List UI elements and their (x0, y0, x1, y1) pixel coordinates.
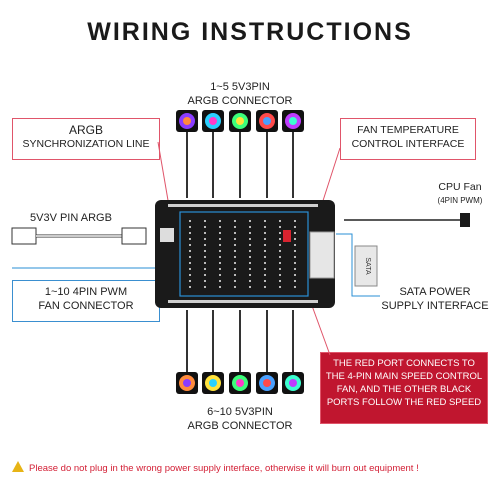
red-port-note: THE RED PORT CONNECTS TO THE 4-PIN MAIN … (320, 352, 488, 424)
argb-sync-line2: SYNCHRONIZATION LINE (22, 138, 150, 150)
fan-temp-box: FAN TEMPERATURE CONTROL INTERFACE (340, 118, 476, 160)
fan-10 (282, 310, 304, 394)
bottom-connector-label: 6~10 5V3PIN ARGB CONNECTOR (170, 405, 310, 433)
fan-4 (256, 110, 278, 198)
fan-temp-line2: CONTROL INTERFACE (351, 138, 465, 150)
warning-text: Please do not plug in the wrong power su… (29, 463, 419, 474)
top-connector-label: 1~5 5V3PIN ARGB CONNECTOR (170, 80, 310, 108)
warning-icon (12, 461, 24, 472)
fan-temp-line1: FAN TEMPERATURE (357, 124, 459, 136)
hub-board (155, 200, 335, 308)
sata-line1: SATA POWER (399, 286, 471, 298)
top-fans (176, 110, 304, 198)
page-title: WIRING INSTRUCTIONS (87, 18, 413, 46)
argb-pin-cable (11, 227, 147, 245)
pwm-line1: 1~10 4PIN PWM (44, 286, 128, 298)
argb-sync-box: ARGB SYNCHRONIZATION LINE (12, 118, 160, 160)
bottom-connector-label-line2: ARGB CONNECTOR (187, 420, 293, 432)
top-connector-label-line1: 1~5 5V3PIN (210, 81, 270, 93)
fan-3 (229, 110, 251, 198)
bottom-fans (176, 310, 304, 394)
fan-8 (229, 310, 251, 394)
red-port (283, 230, 291, 242)
sata-power-label: SATA POWER SUPPLY INTERFACE (380, 285, 490, 313)
sata-line2: SUPPLY INTERFACE (381, 300, 489, 312)
fan-5 (282, 110, 304, 198)
blue-leader-lines (12, 233, 380, 297)
sata-connector-text: SATA (364, 257, 371, 275)
pwm-line2: FAN CONNECTOR (38, 300, 134, 312)
fan-9 (256, 310, 278, 394)
fan-1 (176, 110, 198, 198)
fan-7 (202, 310, 224, 394)
cpu-fan-line1: CPU Fan (438, 181, 482, 193)
argb-sync-line1: ARGB (68, 123, 103, 137)
cpu-fan-line2: (4PIN PWM) (437, 196, 483, 205)
sata-connector: SATA (354, 245, 378, 287)
cpu-fan-label: CPU Fan (4PIN PWM) (420, 180, 500, 208)
top-connector-label-line2: ARGB CONNECTOR (187, 95, 293, 107)
cpu-fan-cable (320, 213, 470, 227)
warning-line: Please do not plug in the wrong power su… (12, 461, 488, 474)
pwm-fan-box: 1~10 4PIN PWM FAN CONNECTOR (12, 280, 160, 322)
argb-pin-label: 5V3V PIN ARGB (30, 212, 112, 224)
bottom-connector-label-line1: 6~10 5V3PIN (207, 406, 273, 418)
fan-6 (176, 310, 198, 394)
fan-2 (202, 110, 224, 198)
